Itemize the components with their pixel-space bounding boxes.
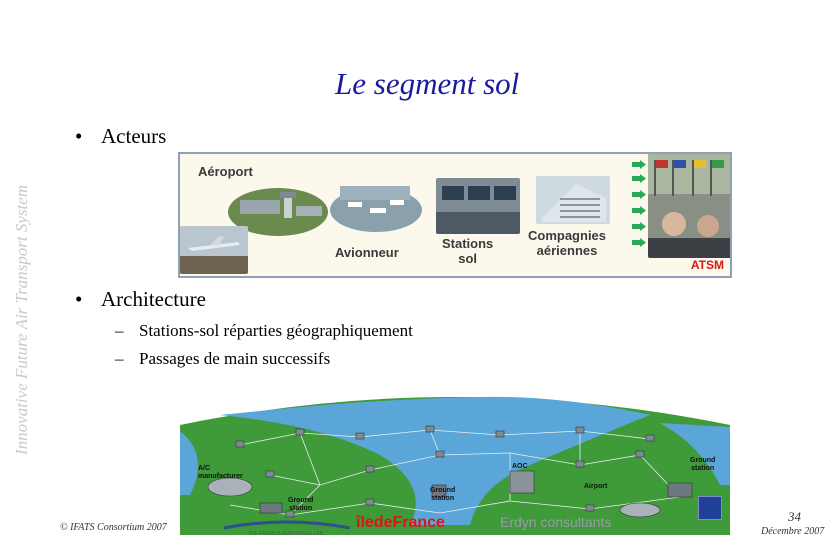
footer-copyright: © IFATS Consortium 2007	[60, 522, 167, 533]
ifats-badge-icon	[698, 496, 722, 520]
onera-swoosh-icon	[223, 520, 351, 530]
label-ac-manufacturer-line1: A/C	[198, 465, 211, 472]
arrow-icon	[632, 174, 646, 183]
arrow-icon	[632, 160, 646, 169]
iledefrance-logo-text: îledeFrance	[356, 514, 445, 531]
architecture-item-text: Passages de main successifs	[139, 349, 331, 368]
label-ac-manufacturer-line2: manufacturer	[198, 473, 243, 480]
architecture-item: –Stations-sol réparties géographiquement	[115, 321, 413, 341]
label-compagnies-line2: aériennes	[536, 243, 598, 258]
label-ground-station-right: Ground station	[690, 457, 715, 473]
label-airport: Airport	[584, 483, 608, 490]
arrow-icon	[632, 222, 646, 231]
bullet-dot-icon: •	[75, 124, 83, 148]
slide-title: Le segment sol	[335, 66, 520, 101]
label-stations-sol-line2: sol	[458, 251, 478, 266]
aircraft-factory-photo	[330, 186, 422, 232]
label-avionneur: Avionneur	[335, 245, 399, 260]
iledefrance-logo: îledeFrance	[356, 512, 486, 540]
airplane-photo	[180, 226, 248, 274]
airline-building-photo	[536, 176, 610, 224]
bullet-acteurs: • Acteurs	[75, 124, 166, 149]
label-ground-station-center-line1: Ground	[430, 487, 456, 494]
label-compagnies: Compagnies aériennes	[528, 228, 606, 258]
onera-logo-text: THE FRENCH AEROSPACE LAB	[248, 531, 323, 537]
control-room-photo	[436, 178, 520, 234]
arrow-icon	[632, 206, 646, 215]
architecture-item-text: Stations-sol réparties géographiquement	[139, 321, 413, 340]
label-ground-station-right-line1: Ground	[690, 457, 716, 464]
bullet-acteurs-label: Acteurs	[101, 124, 167, 148]
erdyn-logo-text: Erdyn consultants	[500, 514, 612, 530]
architecture-item: –Passages de main successifs	[115, 349, 330, 369]
airport-photo	[228, 188, 328, 236]
label-ac-manufacturer: A/C manufacturer	[198, 465, 243, 481]
arrow-icon	[632, 238, 646, 247]
architecture-map	[180, 375, 730, 535]
page-number: 34	[788, 509, 801, 524]
arrow-icon	[632, 190, 646, 199]
label-ground-station-line1: Ground	[288, 497, 314, 504]
label-ground-station-right-line2: station	[691, 465, 715, 472]
label-aoc: AOC	[512, 463, 528, 470]
dash-icon: –	[115, 321, 124, 340]
label-ground-station: Ground station	[288, 497, 313, 513]
bullet-architecture-label: Architecture	[101, 287, 206, 311]
footer-date: Décembre 2007	[761, 526, 825, 537]
bullet-dot-icon: •	[75, 287, 83, 311]
label-aeroport: Aéroport	[198, 164, 253, 179]
architecture-figure: A/C manufacturer Ground station Ground s…	[180, 375, 730, 535]
sidebar-vertical-title: Innovative Future Air Transport System	[12, 184, 31, 455]
dash-icon: –	[115, 349, 124, 368]
label-ground-station-center: Ground station	[430, 487, 455, 503]
label-stations-sol-line1: Stations	[442, 236, 494, 251]
onera-logo: THE FRENCH AEROSPACE LAB	[222, 512, 352, 540]
label-ground-station-line2: station	[289, 505, 313, 512]
acteurs-figure: Aéroport Avionneur Stations sol	[178, 152, 732, 278]
erdyn-logo: Erdyn consultants	[500, 512, 660, 540]
label-atsm: ATSM	[690, 258, 724, 272]
bullet-architecture: • Architecture	[75, 287, 206, 312]
atsm-meeting-photo	[648, 154, 730, 258]
label-stations-sol: Stations sol	[442, 236, 493, 266]
label-ground-station-center-line2: station	[431, 495, 455, 502]
label-compagnies-line1: Compagnies	[528, 228, 607, 243]
